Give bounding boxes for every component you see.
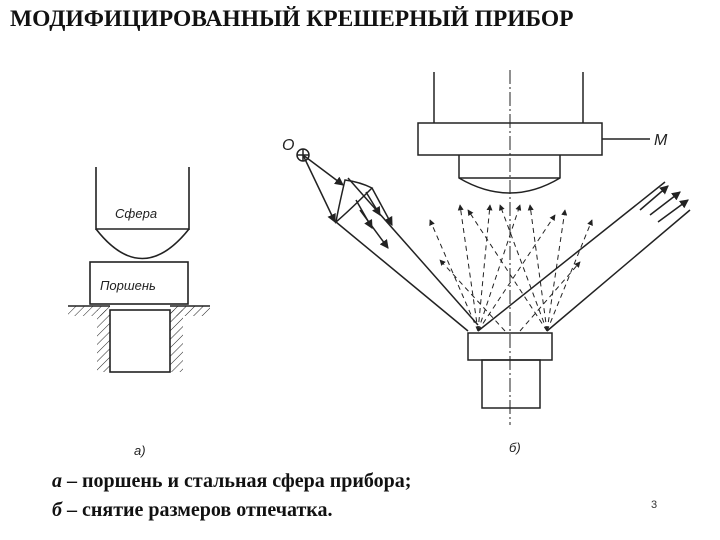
caption-b: б – снятие размеров отпечатка.: [52, 499, 333, 522]
slide-title: МОДИФИЦИРОВАННЫЙ КРЕШЕРНЫЙ ПРИБОР: [10, 6, 574, 32]
bore-hatch-right: [170, 310, 183, 372]
caption-b-letter: б: [52, 499, 62, 521]
scattered-rays: [429, 204, 593, 332]
bore-hatch-left: [97, 310, 110, 372]
caption-b-text: – снятие размеров отпечатка.: [61, 499, 333, 521]
specimen-stem: [481, 359, 541, 409]
caption-a: а – поршень и стальная сфера прибора;: [52, 470, 411, 493]
caption-a-letter: а: [52, 470, 62, 492]
microscope-objective: [458, 155, 561, 194]
page-number: 3: [651, 499, 658, 511]
base-hatch-left: [68, 306, 110, 316]
piston: [89, 261, 189, 305]
point-o-label: О: [282, 137, 294, 154]
diagram-a-sublabel: а): [134, 443, 146, 458]
sphere-label: Сфера: [115, 206, 157, 221]
diagram-b-sublabel: б): [509, 440, 521, 455]
piston-stem: [109, 309, 171, 373]
steel-sphere: [95, 228, 190, 260]
microscope-m-label: М: [654, 132, 668, 149]
diagram-a: [68, 167, 210, 373]
diagram-b: [296, 70, 691, 425]
base-hatch-right: [170, 306, 210, 316]
condenser-lens: [334, 179, 374, 224]
sphere-holder: [95, 167, 190, 230]
piston-label: Поршень: [100, 278, 156, 293]
caption-a-text: – поршень и стальная сфера прибора;: [62, 470, 412, 492]
